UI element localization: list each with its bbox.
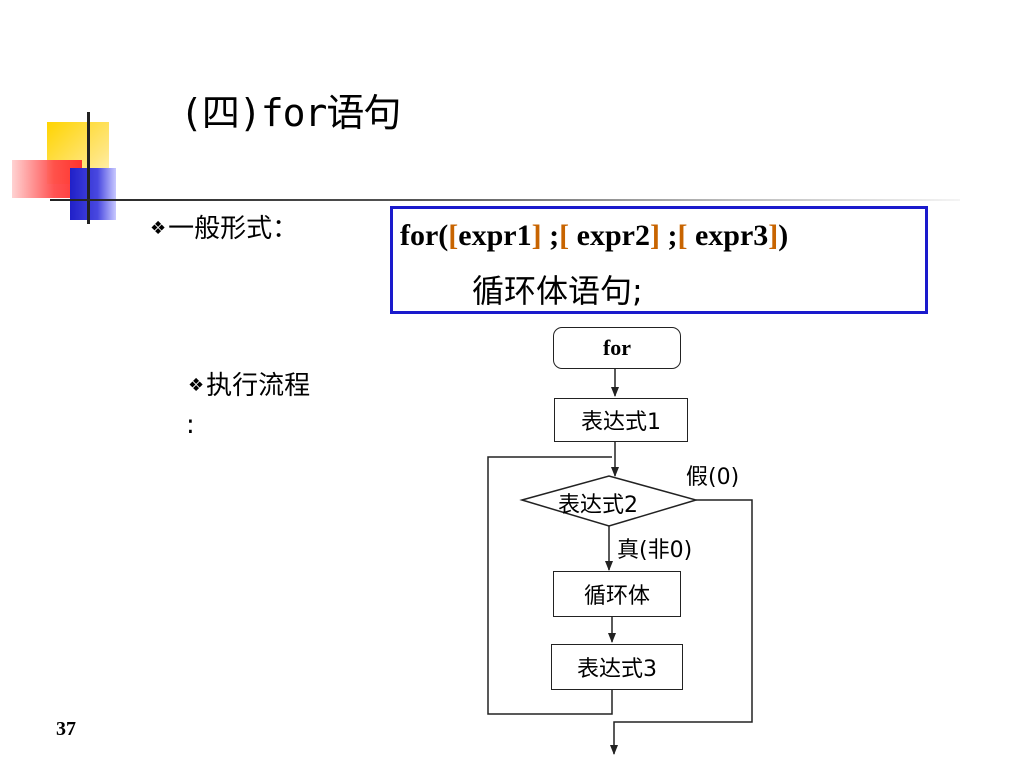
diamond-bullet-icon: ❖	[188, 375, 205, 396]
decor-blue-block	[70, 168, 116, 220]
flow-condition-label: 表达式2	[558, 493, 638, 518]
syntax-token: ;	[659, 219, 678, 252]
flow-true-label: 真(非0)	[617, 538, 693, 563]
syntax-bracket: ]	[768, 219, 779, 252]
syntax-box	[390, 206, 928, 314]
syntax-bracket: ]	[531, 219, 542, 252]
syntax-token: ;	[541, 219, 560, 252]
syntax-token: expr3	[687, 219, 769, 252]
syntax-token: )	[778, 219, 789, 252]
syntax-token: for(	[400, 219, 449, 252]
bullet-general-form: ❖一般形式：	[150, 208, 298, 245]
page-title: (四)for语句	[180, 91, 401, 135]
bullet-general-form-text: 一般形式：	[168, 214, 299, 244]
syntax-bracket: ]	[649, 219, 660, 252]
flow-loop-body-box: 循环体	[553, 571, 681, 617]
flow-update-box: 表达式3	[551, 644, 683, 690]
syntax-bracket: [	[448, 219, 459, 252]
decor-horizontal-line	[50, 199, 960, 201]
diamond-bullet-icon: ❖	[150, 218, 167, 239]
flow-false-label: 假(0)	[686, 465, 740, 490]
arrow-condition-false-exit	[610, 499, 753, 755]
flow-init-box: 表达式1	[554, 398, 688, 442]
syntax-bracket: [	[559, 219, 570, 252]
bullet-execution-flow-text: 执行流程	[206, 371, 311, 401]
bullet-execution-flow-colon: :	[186, 410, 195, 440]
syntax-token: expr1	[458, 219, 532, 252]
bullet-execution-flow: ❖执行流程	[188, 365, 310, 402]
syntax-line-1: for([expr1] ;[ expr2] ;[ expr3])	[400, 219, 788, 253]
loop-back-line	[487, 456, 613, 715]
page-number: 37	[56, 718, 76, 740]
syntax-token: expr2	[569, 219, 650, 252]
syntax-line-2: 循环体语句;	[472, 272, 643, 310]
flow-start-for: for	[553, 327, 681, 369]
decor-vertical-line	[87, 112, 90, 224]
syntax-bracket: [	[677, 219, 688, 252]
